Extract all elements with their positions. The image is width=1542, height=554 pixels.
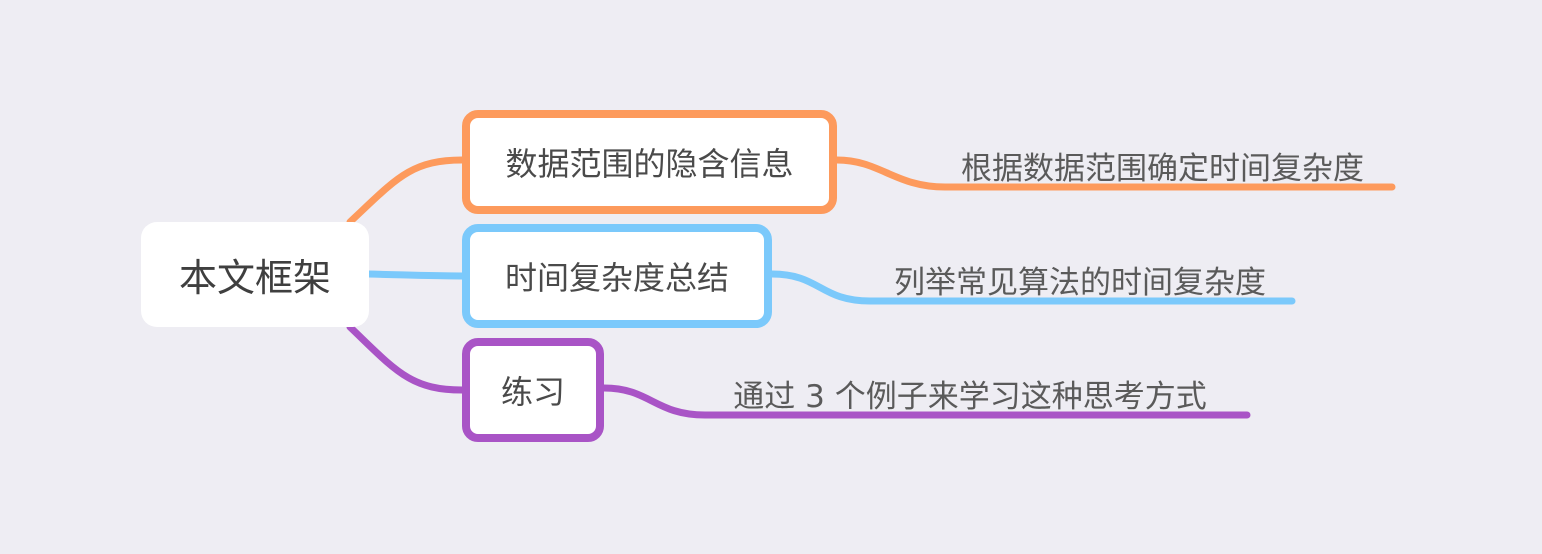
- branch-node-practice[interactable]: 练习: [462, 338, 604, 442]
- leaf-node-practice[interactable]: 通过 3 个例子来学习这种思考方式: [733, 379, 1207, 415]
- branch-node-complexity-summary[interactable]: 时间复杂度总结: [462, 224, 772, 328]
- connector-root-branch-3: [346, 323, 466, 394]
- connector-branch-3-leaf: [600, 384, 1251, 419]
- branch-label: 时间复杂度总结: [504, 259, 729, 297]
- leaf-node-complexity-summary[interactable]: 列举常见算法的时间复杂度: [894, 265, 1266, 301]
- connector-root-branch-1: [346, 156, 466, 226]
- root-label: 本文框架: [178, 256, 331, 300]
- branch-node-data-range[interactable]: 数据范围的隐含信息: [462, 110, 837, 214]
- connector-branch-1-leaf: [833, 156, 1396, 191]
- connector-branch-2-leaf: [768, 270, 1296, 305]
- branch-label: 练习: [500, 373, 565, 411]
- leaf-node-data-range[interactable]: 根据数据范围确定时间复杂度: [961, 151, 1364, 187]
- branch-label: 数据范围的隐含信息: [505, 145, 794, 183]
- connector-root-branch-2: [364, 270, 466, 280]
- root-node[interactable]: 本文框架: [141, 222, 369, 327]
